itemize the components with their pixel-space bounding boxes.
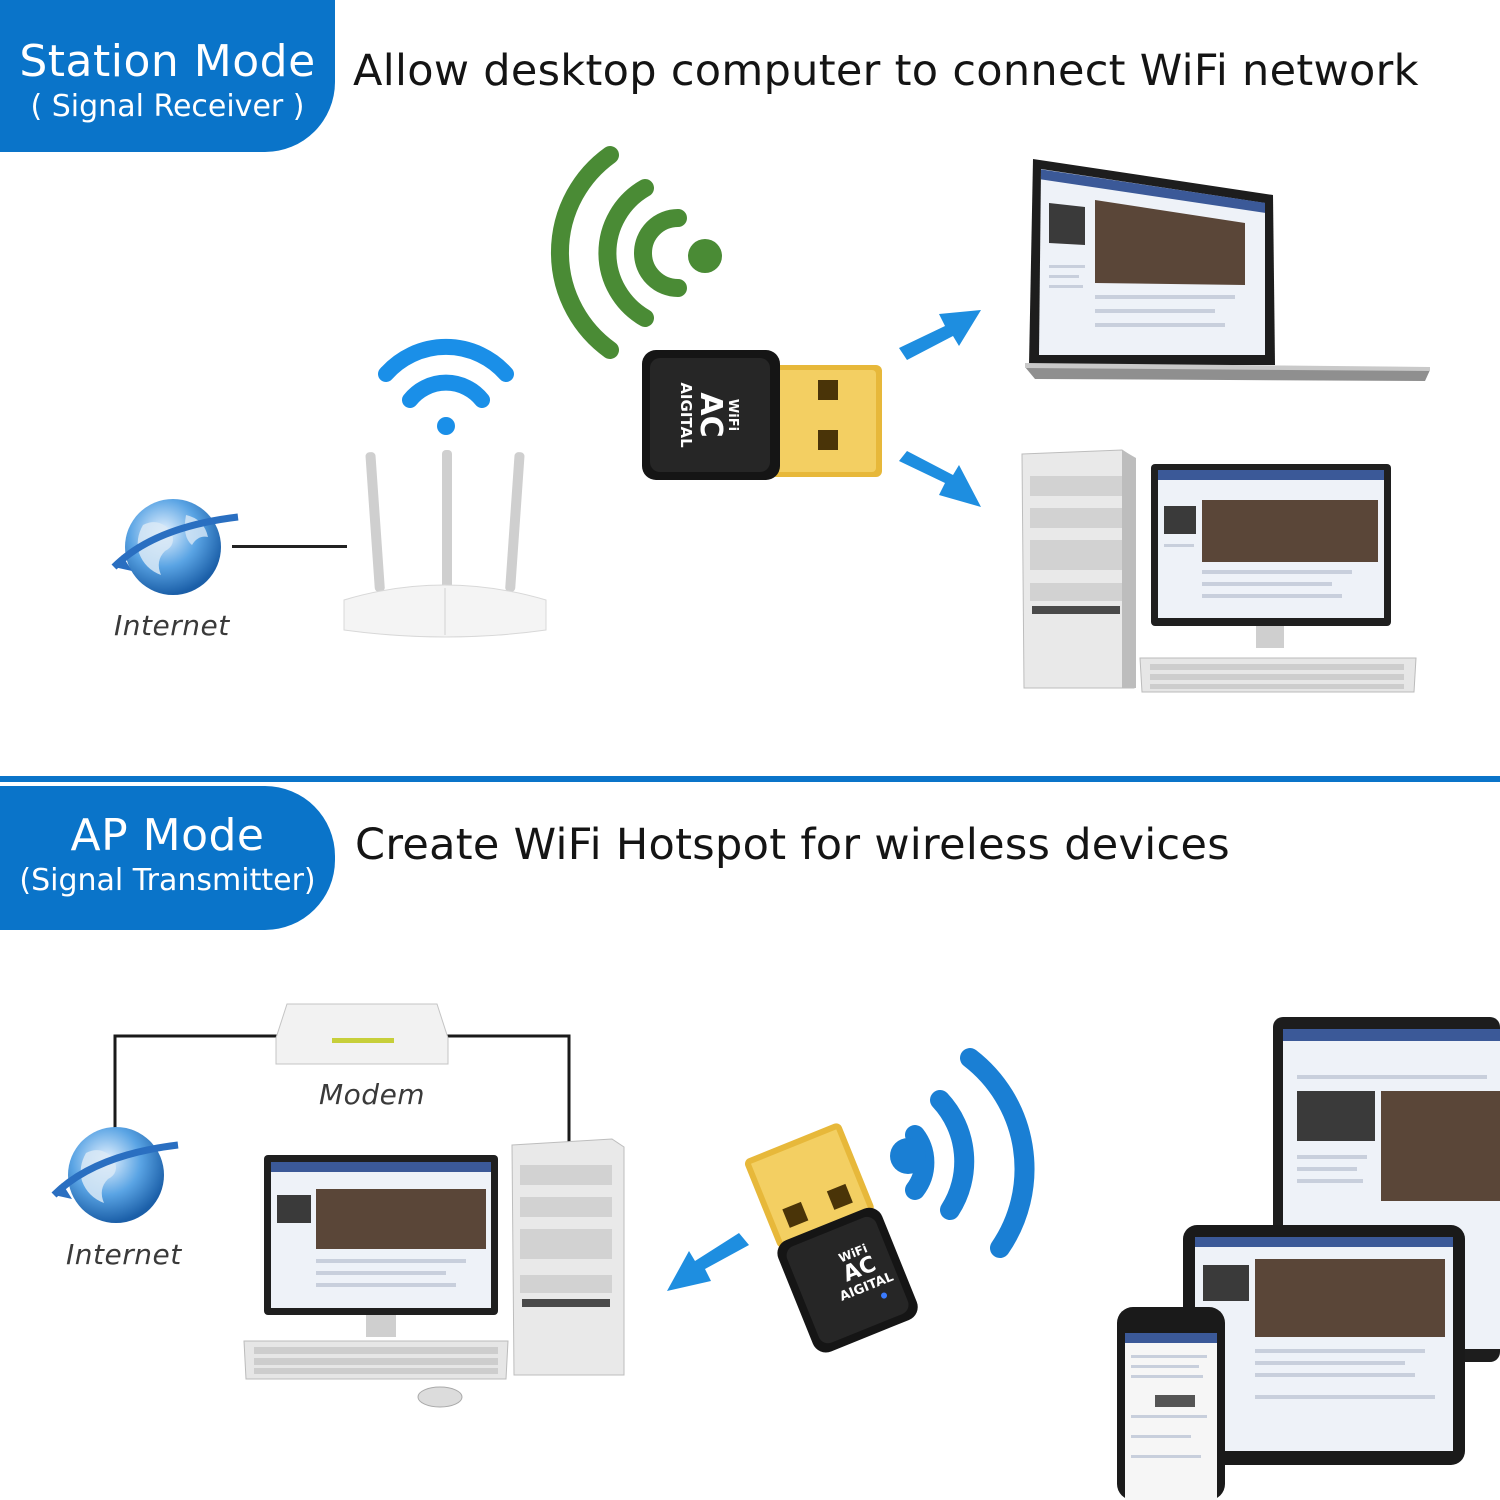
desktop-computer [1021, 449, 1417, 693]
station-internet-label: Internet [114, 609, 230, 642]
usb-wifi-adapter [551, 146, 882, 480]
section-divider [0, 776, 1500, 782]
globe-icon [111, 499, 239, 595]
wifi-signal-icon [378, 338, 514, 435]
smartphone [1117, 1307, 1225, 1500]
ap-internet-label: Internet [66, 1238, 182, 1271]
ap-mode-subtitle: (Signal Transmitter) [19, 863, 316, 898]
ap-mode-title: AP Mode [70, 810, 265, 861]
wireless-devices [1117, 1017, 1500, 1500]
laptop [1025, 159, 1430, 381]
modem-label: Modem [319, 1078, 426, 1111]
station-mode-title: Station Mode [19, 36, 316, 87]
globe-icon [51, 1127, 179, 1223]
station-mode-subtitle: ( Signal Receiver ) [30, 89, 305, 124]
wifi-signal-icon [551, 146, 722, 359]
arrow-down-right-icon [899, 451, 981, 507]
adapter-badge: AC [693, 392, 728, 438]
adapter-label: WiFi AC AIGITAL [650, 370, 740, 460]
internet-cable-line [232, 545, 347, 548]
modem-connections [113, 1003, 571, 1150]
ap-headline: Create WiFi Hotspot for wireless devices [355, 820, 1230, 870]
ap-mode-badge: AP Mode (Signal Transmitter) [0, 786, 335, 930]
router [343, 338, 547, 638]
tablet [1183, 1225, 1465, 1465]
desktop-computer [243, 1138, 625, 1408]
wifi-signal-icon [890, 1048, 1035, 1258]
adapter-brand: AIGITAL [677, 382, 695, 448]
station-mode-badge: Station Mode ( Signal Receiver ) [0, 0, 335, 152]
arrow-down-left-icon [667, 1233, 749, 1291]
modem [275, 1003, 449, 1065]
usb-wifi-adapter [744, 1048, 1035, 1353]
arrow-up-right-icon [899, 310, 981, 360]
station-headline: Allow desktop computer to connect WiFi n… [353, 46, 1419, 96]
